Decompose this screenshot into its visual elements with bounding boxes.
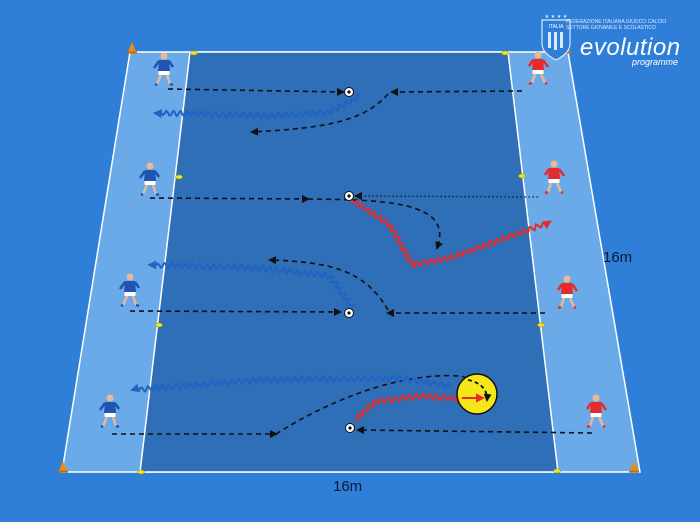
shield-text: ITALIA: [549, 24, 565, 30]
org-line-2: SETTORE GIOVANILE E SCOLASTICO: [566, 25, 656, 31]
run-line: [275, 374, 492, 435]
marker: [175, 174, 183, 180]
org-line-1: FEDERAZIONE ITALIANA GIUOCO CALCIO: [566, 19, 667, 25]
run-line: [356, 426, 593, 435]
ball: [344, 87, 354, 97]
ball: [344, 308, 354, 318]
ball: [344, 191, 354, 201]
dribble-blue: [152, 93, 361, 121]
dribble-red: [350, 199, 552, 269]
highlight-circle: [456, 373, 498, 415]
marker: [155, 322, 163, 328]
federation-name: FEDERAZIONE ITALIANA GIUOCO CALCIO SETTO…: [566, 19, 694, 31]
width-label: 16m: [333, 478, 363, 495]
marker: [553, 468, 561, 474]
run-line: [129, 307, 342, 316]
dribble-red: [354, 392, 465, 423]
marker: [501, 50, 509, 56]
marker: [518, 173, 526, 179]
highlight-arrow-black: [467, 379, 492, 402]
dribble-blue: [130, 373, 451, 394]
federation-shield-icon: ★ ★ ★ ★ ITALIA: [541, 14, 571, 61]
height-label: 16m: [603, 249, 633, 266]
marker: [537, 322, 545, 328]
brand-subtitle: programme: [632, 57, 679, 67]
run-line: [390, 87, 523, 96]
svg-text:★ ★ ★ ★: ★ ★ ★ ★: [545, 14, 568, 20]
ball: [345, 423, 355, 433]
run-line: [250, 93, 389, 136]
run-line: [307, 198, 443, 250]
cone-top-left: [127, 42, 137, 54]
run-line: [167, 87, 345, 96]
brand-title: evolution: [580, 34, 681, 61]
marker: [190, 50, 198, 56]
marker: [137, 469, 145, 475]
dribble-blue: [147, 260, 355, 309]
